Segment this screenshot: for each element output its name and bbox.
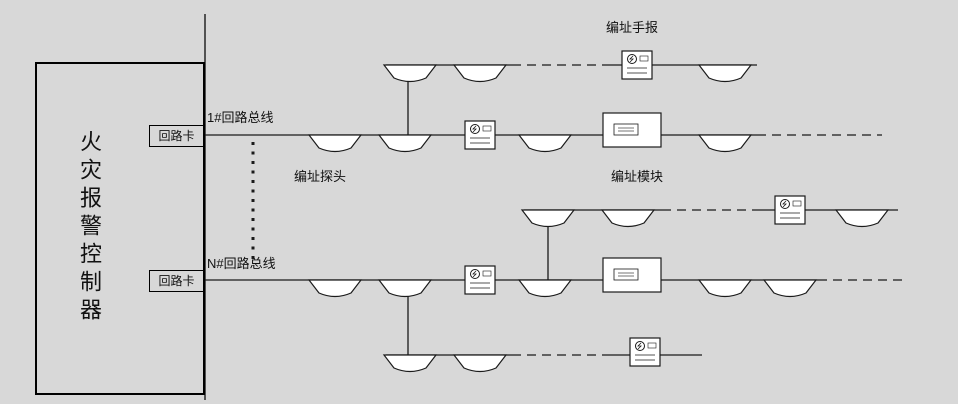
manual-call-point-icon — [621, 50, 653, 80]
smoke-detector-icon — [521, 209, 575, 228]
manual-call-point-icon — [774, 195, 806, 225]
smoke-detector-icon — [518, 279, 572, 298]
smoke-detector-icon — [308, 134, 362, 153]
label-addressable-manual-call-point: 编址手报 — [606, 20, 659, 35]
smoke-detector-icon — [378, 134, 432, 153]
controller-title: 火灾报警控制器 — [77, 129, 102, 326]
label-loopN-bus: N#回路总线 — [207, 256, 276, 271]
smoke-detector-icon — [383, 354, 437, 373]
smoke-detector-icon — [698, 134, 752, 153]
smoke-detector-icon — [518, 134, 572, 153]
smoke-detector-icon — [383, 64, 437, 83]
fire-alarm-controller-box — [35, 62, 205, 395]
label-addressable-module: 编址模块 — [611, 169, 664, 184]
smoke-detector-icon — [308, 279, 362, 298]
smoke-detector-icon — [698, 279, 752, 298]
smoke-detector-icon — [698, 64, 752, 83]
manual-call-point-icon — [629, 337, 661, 367]
smoke-detector-icon — [453, 354, 507, 373]
label-addressable-detector: 编址探头 — [294, 169, 347, 184]
smoke-detector-icon — [763, 279, 817, 298]
address-module-icon — [602, 257, 662, 293]
loop-card-1: 回路卡 — [149, 125, 204, 147]
smoke-detector-icon — [453, 64, 507, 83]
loop-card-n: 回路卡 — [149, 270, 204, 292]
manual-call-point-icon — [464, 265, 496, 295]
manual-call-point-icon — [464, 120, 496, 150]
label-loop1-bus: 1#回路总线 — [207, 110, 274, 125]
smoke-detector-icon — [378, 279, 432, 298]
smoke-detector-icon — [601, 209, 655, 228]
address-module-icon — [602, 112, 662, 148]
smoke-detector-icon — [835, 209, 889, 228]
